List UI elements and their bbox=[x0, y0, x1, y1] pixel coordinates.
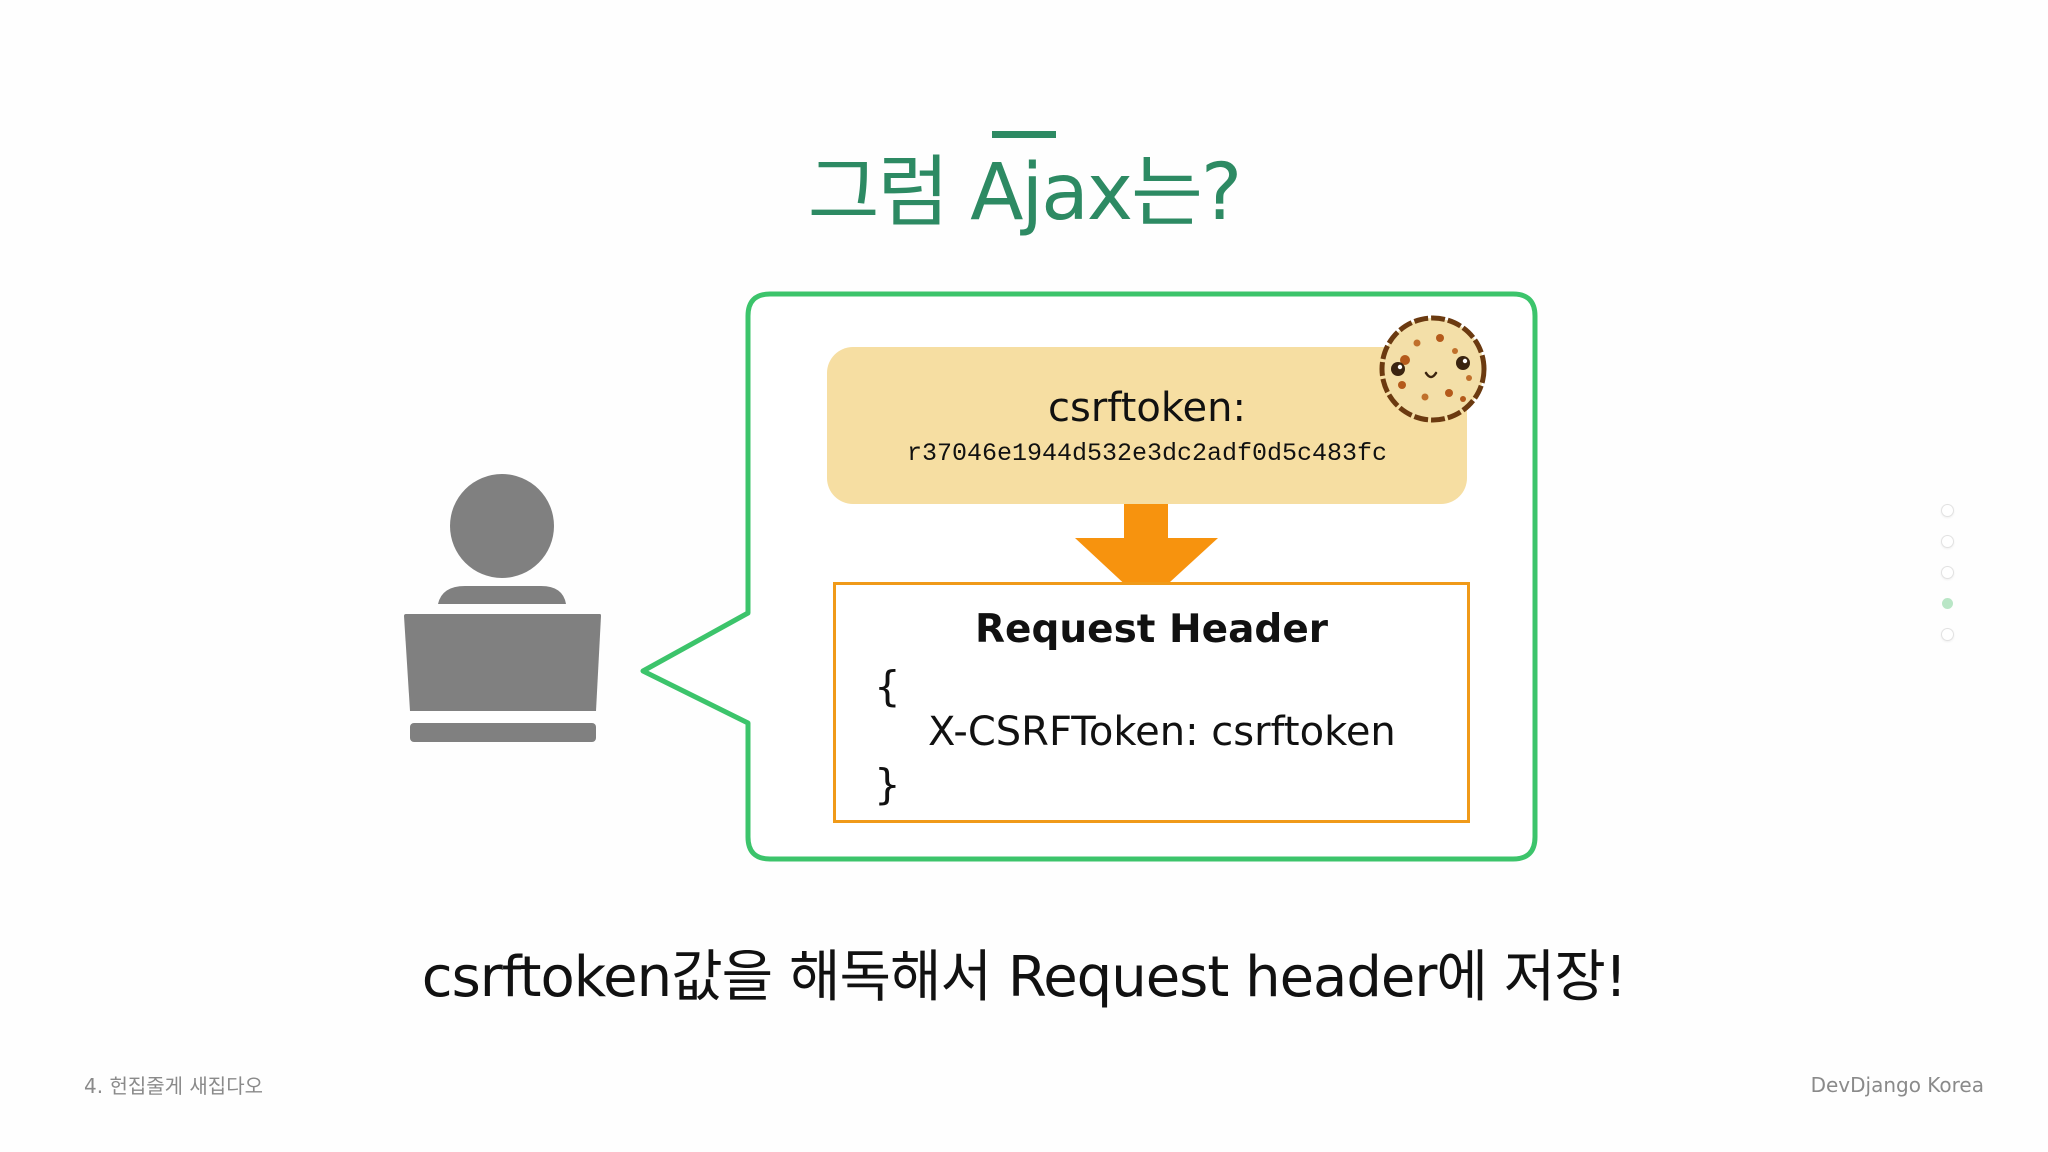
request-header-title: Request Header bbox=[974, 607, 1329, 652]
slide-dot[interactable] bbox=[1942, 629, 1953, 640]
slide-dot[interactable] bbox=[1942, 567, 1953, 578]
close-brace: } bbox=[874, 760, 901, 809]
slide-nav-dots bbox=[1942, 505, 1953, 660]
csrf-token-label: csrftoken: bbox=[1048, 385, 1246, 431]
footer-section-title: 4. 헌집줄게 새집다오 bbox=[84, 1074, 263, 1098]
request-header-box: Request Header { X-CSRFToken: csrftoken … bbox=[833, 582, 1470, 823]
slide-dot-active[interactable] bbox=[1942, 598, 1953, 609]
open-brace: { bbox=[874, 662, 901, 711]
csrf-header-field: X-CSRFToken: csrftoken bbox=[928, 709, 1396, 755]
slide-dot[interactable] bbox=[1942, 505, 1953, 516]
slide-title: 그럼 Ajax는? bbox=[807, 148, 1242, 238]
csrf-token-value: r37046e1944d532e3dc2adf0d5c483fc bbox=[906, 439, 1388, 468]
user-with-laptop-icon bbox=[404, 474, 601, 742]
down-arrow-icon bbox=[1075, 503, 1218, 604]
title-accent-bar bbox=[992, 131, 1056, 138]
footer-brand: DevDjango Korea bbox=[1810, 1073, 1984, 1097]
csrf-cookie-box: csrftoken: r37046e1944d532e3dc2adf0d5c48… bbox=[827, 347, 1467, 504]
slide-dot[interactable] bbox=[1942, 536, 1953, 547]
slide-caption: csrftoken값을 해독해서 Request header에 저장! bbox=[421, 945, 1627, 1010]
cookie-icon bbox=[1379, 315, 1487, 423]
